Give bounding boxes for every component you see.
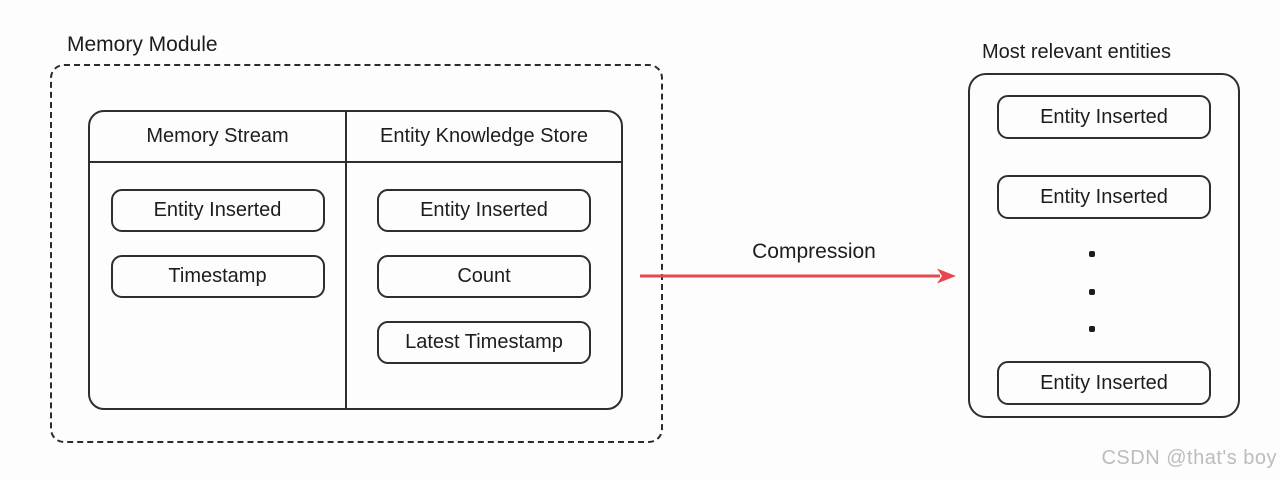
count-pill: Count	[377, 255, 591, 298]
entity-inserted-pill: Entity Inserted	[997, 175, 1211, 219]
watermark: CSDN @that's boy	[1101, 447, 1277, 469]
ellipsis-dot	[1089, 251, 1095, 257]
most-relevant-entities-title: Most relevant entities	[982, 41, 1171, 63]
entity-knowledge-store-items: Entity Inserted Count Latest Timestamp	[347, 163, 621, 364]
memory-module-title: Memory Module	[67, 33, 218, 56]
memory-stream-header: Memory Stream	[90, 112, 345, 163]
memory-table: Memory Stream Entity Inserted Timestamp …	[88, 110, 623, 410]
ellipsis-dot	[1089, 289, 1095, 295]
memory-stream-column: Memory Stream Entity Inserted Timestamp	[90, 112, 347, 408]
entity-knowledge-store-header: Entity Knowledge Store	[347, 112, 621, 163]
entity-knowledge-store-column: Entity Knowledge Store Entity Inserted C…	[347, 112, 621, 408]
compression-arrow	[640, 268, 956, 284]
memory-stream-items: Entity Inserted Timestamp	[90, 163, 345, 298]
compression-label: Compression	[752, 240, 876, 263]
memory-module-box	[50, 64, 663, 443]
timestamp-pill: Timestamp	[110, 255, 325, 298]
entity-inserted-pill: Entity Inserted	[377, 189, 591, 232]
arrow-head	[937, 268, 956, 284]
latest-timestamp-pill: Latest Timestamp	[377, 321, 591, 364]
entity-inserted-pill: Entity Inserted	[997, 361, 1211, 405]
entity-inserted-pill: Entity Inserted	[997, 95, 1211, 139]
most-relevant-entities-box: Entity Inserted Entity Inserted Entity I…	[968, 73, 1240, 418]
ellipsis-dot	[1089, 326, 1095, 332]
entity-inserted-pill: Entity Inserted	[110, 189, 325, 232]
